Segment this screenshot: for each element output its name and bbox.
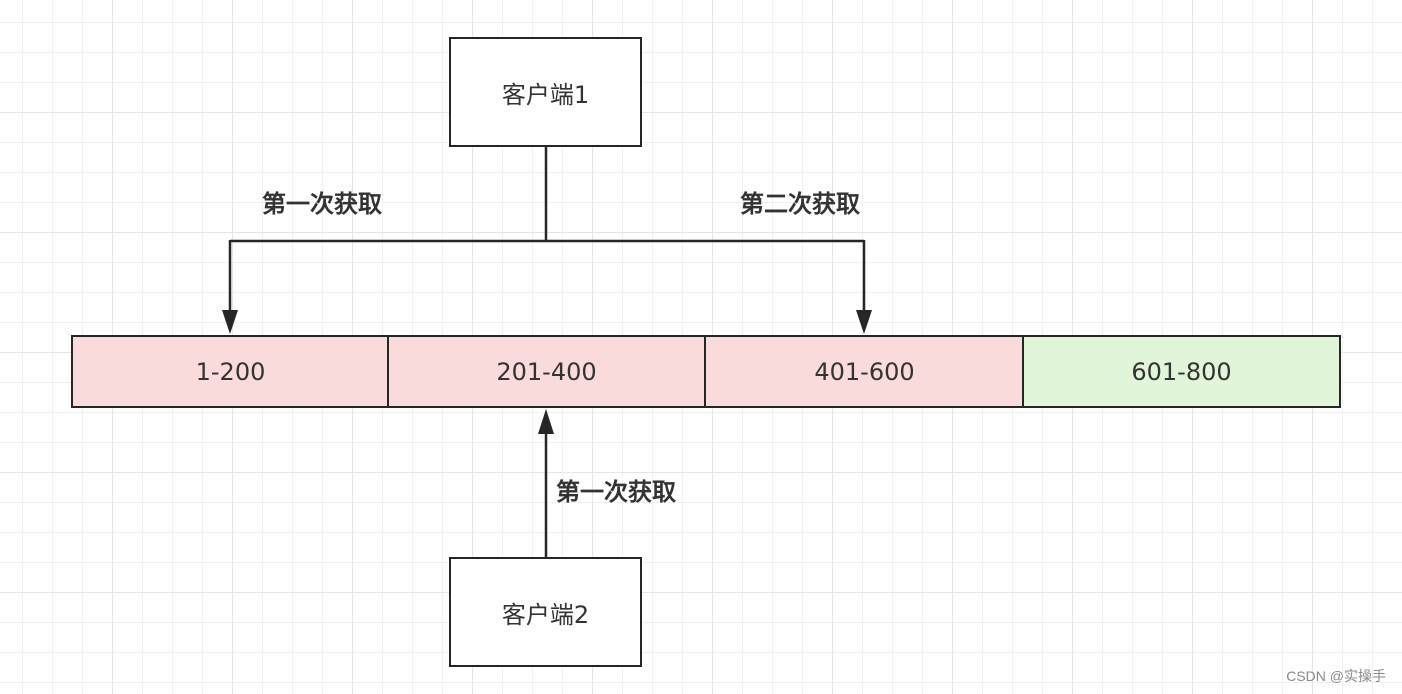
id-segment-label: 1-200 <box>195 357 266 386</box>
id-segment-3: 401-600 <box>704 335 1025 408</box>
client1-first-fetch-label: 第一次获取 <box>262 190 382 218</box>
watermark: CSDN @实操手 <box>1286 668 1386 684</box>
id-segment-label: 401-600 <box>814 357 915 386</box>
id-segment-2: 201-400 <box>387 335 706 408</box>
client1-label: 客户端1 <box>501 80 590 109</box>
client2-first-fetch-label: 第一次获取 <box>556 478 676 506</box>
client1-node: 客户端1 <box>449 37 642 147</box>
client2-node: 客户端2 <box>449 557 642 667</box>
first-fetch-arrowhead-client1 <box>222 310 238 334</box>
id-segment-label: 601-800 <box>1131 357 1232 386</box>
client2-label: 客户端2 <box>501 600 590 629</box>
id-segment-4: 601-800 <box>1022 335 1341 408</box>
client1-second-fetch-label: 第二次获取 <box>740 190 860 218</box>
first-fetch-arrowhead-client2 <box>538 409 554 434</box>
id-segment-label: 201-400 <box>496 357 597 386</box>
id-segment-1: 1-200 <box>71 335 390 408</box>
second-fetch-arrowhead-client1 <box>856 310 872 334</box>
